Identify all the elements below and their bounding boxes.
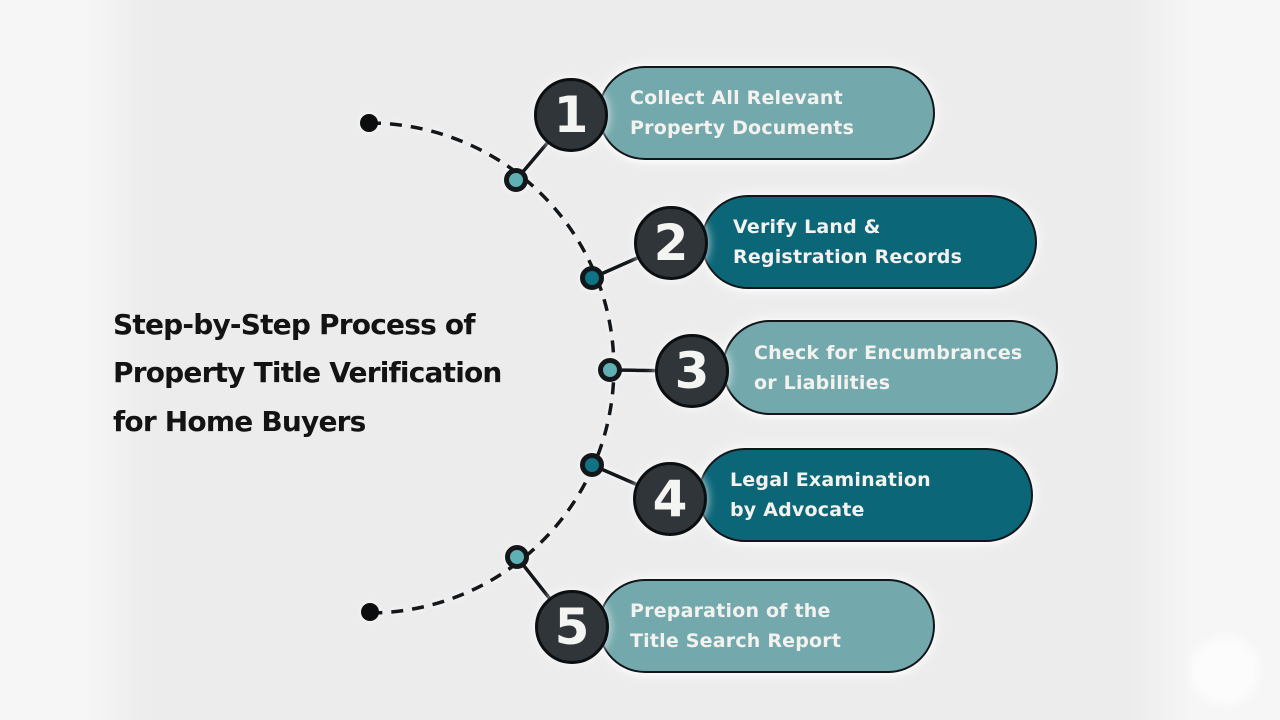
step-1-number-badge: 1 [534,78,608,152]
step-5-pill: Preparation of the Title Search Report [598,579,935,673]
step-3-pill: Check for Encumbrances or Liabilities [722,320,1058,415]
step-1-number: 1 [553,86,589,144]
step-2-number-badge: 2 [634,206,708,280]
step-5-label-line-1: Preparation of the [630,600,831,622]
page-title-line-1: Step-by-Step Process of [113,307,476,341]
step-4-number: 4 [652,470,688,528]
step-5-number-badge: 5 [535,590,609,664]
timeline-node-1 [504,168,528,192]
page-title-line-2: Property Title Verification [113,356,502,390]
page-title: Step-by-Step Process of Property Title V… [113,301,613,447]
step-4-label-line-1: Legal Examination [730,469,931,491]
step-3-number-badge: 3 [655,334,729,408]
timeline-node-4 [580,453,604,477]
arc-end-dot-top [360,114,378,132]
step-2-label-line-1: Verify Land & [733,216,881,238]
step-4-number-badge: 4 [633,462,707,536]
step-3-label-line-1: Check for Encumbrances [754,341,1023,364]
step-5-label-line-2: Title Search Report [630,630,842,652]
page-title-line-3: for Home Buyers [113,404,366,438]
step-5-number: 5 [554,598,590,656]
step-2-label-line-2: Registration Records [733,246,963,268]
step-2-number: 2 [653,214,689,272]
timeline-node-5 [505,545,529,569]
timeline-node-2 [580,266,604,290]
step-4-label-line-2: by Advocate [730,499,865,521]
step-2-pill: Verify Land & Registration Records [701,195,1037,289]
step-4-pill: Legal Examination by Advocate [698,448,1033,542]
arc-end-dot-bottom [361,603,379,621]
step-1-pill: Collect All Relevant Property Documents [598,66,935,160]
step-1-label-line-2: Property Documents [630,117,855,139]
timeline-node-3 [598,358,622,382]
step-3-label-line-2: or Liabilities [754,371,891,394]
step-1-label-line-1: Collect All Relevant [630,87,843,109]
step-3-number: 3 [674,342,710,400]
